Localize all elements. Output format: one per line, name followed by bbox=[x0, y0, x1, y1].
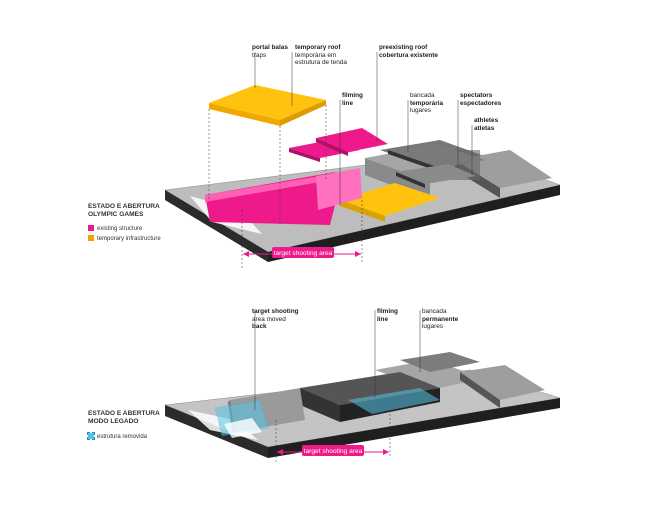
top-annotation-athletes: athletes atletas bbox=[474, 117, 499, 132]
bottom-stands-structure bbox=[300, 372, 440, 422]
top-annotation-spectators: spectators espectadores bbox=[460, 92, 502, 107]
top-leader-lines bbox=[254, 52, 473, 205]
top-magenta-structure bbox=[205, 168, 362, 225]
top-yellow-stands bbox=[340, 183, 440, 222]
bottom-legend-title: ESTADO E ABERTURA MODO LEGADO bbox=[88, 410, 160, 425]
blue-dashed-swatch bbox=[87, 432, 95, 441]
bottom-target-arrow bbox=[277, 445, 389, 456]
bottom-leader-lines bbox=[254, 310, 421, 410]
top-annotation-traps: portal balas traps bbox=[252, 44, 288, 59]
top-legend-title: ESTADO E ABERTURA OLYMPIC GAMES bbox=[88, 203, 160, 218]
top-target-arrow bbox=[243, 247, 361, 258]
top-yellow-tent-roof bbox=[209, 85, 326, 126]
orange-swatch bbox=[88, 235, 94, 242]
top-annotation-bancada: bancada temporária lugares bbox=[410, 92, 444, 115]
magenta-swatch bbox=[88, 225, 94, 232]
top-gray-floating-roofs bbox=[388, 144, 485, 188]
top-annotation-filming: filming line bbox=[342, 92, 363, 107]
top-legend-item-existing: existing structure bbox=[88, 225, 142, 233]
top-legend-item-temporary: temporary infrastructure bbox=[88, 235, 161, 243]
bottom-legend-item-removed: estrutura removida bbox=[87, 432, 147, 441]
bottom-annotation-filming: filming line bbox=[377, 308, 398, 323]
top-target-label: target shooting area bbox=[274, 250, 333, 257]
bottom-annotation-target: target shooting area moved back bbox=[252, 308, 299, 331]
bottom-projection-lines bbox=[275, 410, 391, 462]
bottom-target-label: target shooting area bbox=[304, 448, 363, 455]
bottom-annotation-bancada: bancada permanente lugares bbox=[422, 308, 459, 331]
top-projection-lines bbox=[208, 105, 363, 268]
top-annotation-roof: temporary roof temporária em estrutura d… bbox=[295, 44, 347, 67]
top-annotation-existing: preexisting roof cobertura existente bbox=[379, 44, 438, 59]
